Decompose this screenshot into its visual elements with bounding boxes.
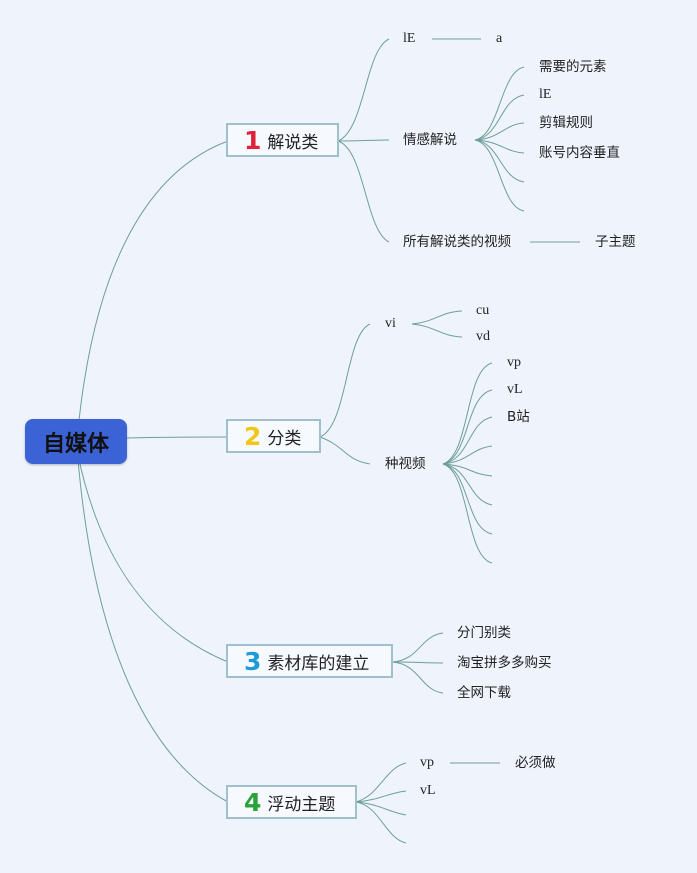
connector-root-branch-2: [126, 436, 229, 439]
connector-b1-all: [337, 140, 390, 243]
topic-node[interactable]: 需要的元素: [539, 59, 607, 75]
connector-b3-1: [391, 632, 444, 663]
topic-node[interactable]: lE: [403, 31, 416, 46]
topic-node[interactable]: 情感解说: [403, 132, 457, 148]
branch-node-2[interactable]: 2 分类: [226, 419, 321, 453]
connector-root-branch-3: [77, 454, 229, 663]
connector-vi-cu: [411, 310, 463, 325]
connector-b4-vl: [355, 790, 407, 803]
branch-node-1[interactable]: 1 解说类: [226, 123, 339, 157]
connector-emo-5: [474, 139, 525, 183]
number-four-icon: 4: [244, 787, 262, 817]
connector-b1-emotion: [337, 139, 390, 142]
connector-emo-6: [474, 139, 525, 212]
number-three-icon: 3: [244, 646, 262, 676]
connector-b4-3: [355, 801, 407, 816]
root-node[interactable]: 自媒体: [25, 419, 127, 464]
topic-node[interactable]: a: [496, 31, 503, 46]
topic-node[interactable]: vL: [507, 382, 523, 397]
topic-node[interactable]: 所有解说类的视频: [403, 234, 511, 250]
connector-root-branch-1: [77, 140, 229, 431]
connector-b3-2: [391, 661, 444, 664]
topic-node[interactable]: vd: [476, 329, 490, 344]
connector-kind-3: [442, 416, 493, 465]
topic-node[interactable]: vi: [385, 316, 396, 331]
topic-node[interactable]: vp: [507, 355, 521, 370]
topic-node[interactable]: 全网下载: [457, 685, 511, 701]
connector-kind-8: [442, 463, 493, 564]
branch-label: 解说类: [267, 132, 319, 153]
number-one-icon: 1: [244, 125, 262, 155]
connector-b1-le: [337, 38, 390, 142]
connector-kind-7: [442, 463, 493, 535]
topic-node[interactable]: 必须做: [515, 755, 556, 771]
branch-label: 素材库的建立: [267, 653, 370, 674]
branch-label: 浮动主题: [267, 794, 336, 815]
connector-b2-kinds: [319, 436, 371, 465]
connector-kind-2: [442, 389, 493, 465]
topic-node[interactable]: 分门别类: [457, 625, 511, 641]
topic-node[interactable]: 账号内容垂直: [539, 145, 620, 161]
connector-kind-5: [442, 463, 493, 477]
topic-node[interactable]: lE: [539, 87, 552, 102]
connector-emo-2: [474, 94, 525, 141]
number-two-icon: 2: [244, 421, 262, 451]
connector-kind-6: [442, 463, 493, 506]
connector-kind-4: [442, 445, 493, 465]
connector-kind-1: [442, 362, 493, 465]
connector-b4-vp: [355, 762, 407, 803]
topic-node[interactable]: 子主题: [595, 234, 636, 250]
connector-b3-3: [391, 661, 444, 694]
topic-node[interactable]: vL: [420, 783, 436, 798]
connector-b2-vi: [319, 323, 371, 438]
topic-node[interactable]: 种视频: [385, 456, 426, 472]
connector-root-branch-4: [77, 459, 229, 803]
connector-emo-3: [474, 122, 525, 141]
connector-b4-4: [355, 801, 407, 844]
branch-node-3[interactable]: 3 素材库的建立: [226, 644, 393, 678]
branch-node-4[interactable]: 4 浮动主题: [226, 785, 357, 819]
topic-node[interactable]: vp: [420, 755, 434, 770]
connector-emo-1: [474, 66, 525, 141]
topic-node[interactable]: 剪辑规则: [539, 115, 593, 131]
branch-label: 分类: [267, 428, 302, 449]
connector-vi-vd: [411, 323, 463, 338]
connector-emo-4: [474, 139, 525, 154]
topic-node[interactable]: 淘宝拼多多购买: [457, 655, 552, 671]
topic-node[interactable]: cu: [476, 303, 490, 318]
topic-node[interactable]: B站: [507, 409, 530, 425]
